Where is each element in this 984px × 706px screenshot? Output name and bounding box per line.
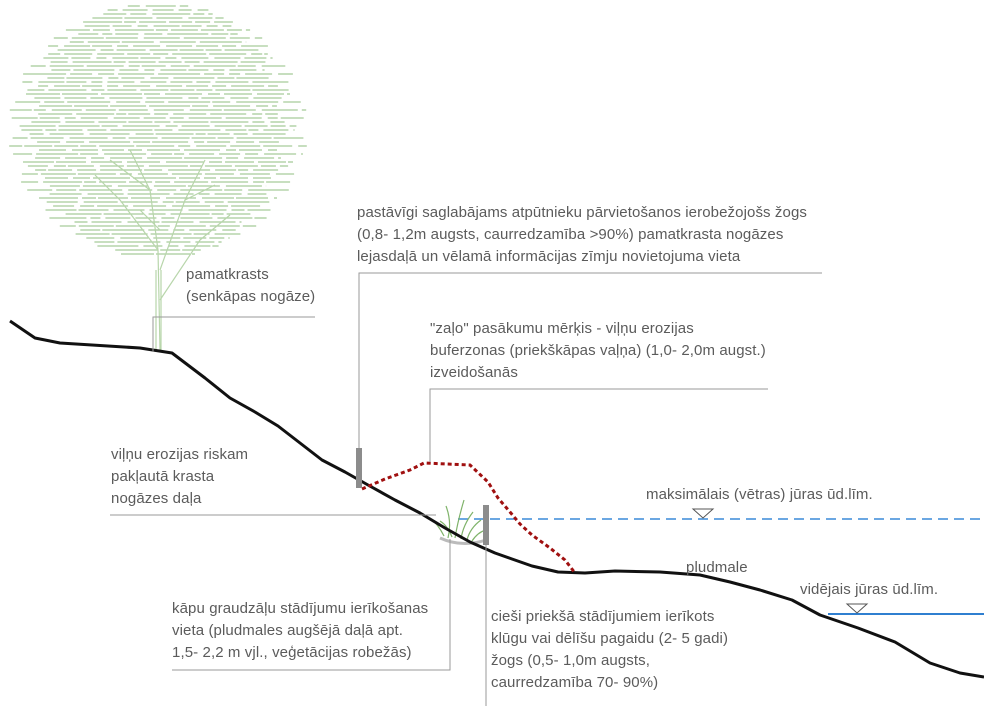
buffer-dune-outline (361, 461, 577, 574)
label-line: (0,8- 1,2m augsts, caurredzamība >90%) p… (357, 226, 784, 243)
label-line: (senkāpas nogāze) (186, 288, 316, 305)
grass-shadow (439, 536, 487, 545)
label-grass-planting: kāpu graudzāļu stādījumu ierīkošanas vie… (172, 598, 428, 664)
mean-water-level-marker (845, 603, 869, 614)
permanent-fence (356, 448, 362, 488)
label-line: klūgu vai dēlīšu pagaidu (2- 5 gadi) (491, 630, 729, 647)
label-line: kāpu graudzāļu stādījumu ierīkošanas (172, 600, 429, 617)
label-line: 1,5- 2,2 m vjl., veģetācijas robežās) (172, 644, 412, 661)
label-base-coast: pamatkrasts (senkāpas nogāze) (186, 264, 315, 308)
temporary-fence (483, 505, 489, 545)
label-line: pastāvīgi saglabājams atpūtnieku pārviet… (357, 204, 807, 221)
label-line: buferzonas (priekškāpas vaļņa) (1,0- 2,0… (430, 342, 766, 359)
label-permanent-fence: pastāvīgi saglabājams atpūtnieku pārviet… (357, 202, 807, 268)
label-line: maksimālais (vētras) jūras ūd.līm. (646, 486, 873, 503)
label-temporary-fence: cieši priekšā stādījumiem ierīkots klūgu… (491, 606, 728, 694)
label-line: nogāzes daļa (111, 490, 202, 507)
label-line: caurredzamība 70- 90%) (491, 674, 659, 691)
label-line: "zaļo" pasākumu mērķis - viļņu erozijas (430, 320, 694, 337)
label-line: pamatkrasts (186, 266, 269, 283)
max-water-level-marker (691, 508, 715, 519)
leader-grass (172, 539, 451, 671)
label-line: cieši priekšā stādījumiem ierīkots (491, 608, 715, 625)
leader-green-measures (429, 388, 768, 462)
label-line: viļņu erozijas riskam (111, 446, 249, 463)
label-max-water-level: maksimālais (vētras) jūras ūd.līm. (646, 484, 873, 506)
label-line: pludmale (686, 559, 748, 576)
leader-lines (110, 272, 822, 706)
tree-trunk (155, 270, 162, 352)
leader-fence-permanent (358, 272, 822, 448)
tree-crown (9, 5, 307, 255)
leader-tree (152, 316, 315, 352)
label-erosion-risk: viļņu erozijas riskam pakļautā krasta no… (111, 444, 248, 510)
label-line: vieta (pludmales augšējā daļā apt. (172, 622, 404, 639)
tree-branches (94, 149, 231, 351)
label-line: žogs (0,5- 1,0m augsts, (491, 652, 651, 669)
label-line: pakļautā krasta (111, 468, 215, 485)
label-line: izveidošanās (430, 364, 518, 381)
label-line: vidējais jūras ūd.līm. (800, 581, 939, 598)
label-green-measures: "zaļo" pasākumu mērķis - viļņu erozijas … (430, 318, 766, 384)
label-beach: pludmale (686, 557, 748, 579)
label-line: lejasdaļā un vēlamā informācijas zīmju n… (357, 248, 741, 265)
label-mean-water-level: vidējais jūras ūd.līm. (800, 579, 938, 601)
ground-profile (9, 319, 984, 679)
